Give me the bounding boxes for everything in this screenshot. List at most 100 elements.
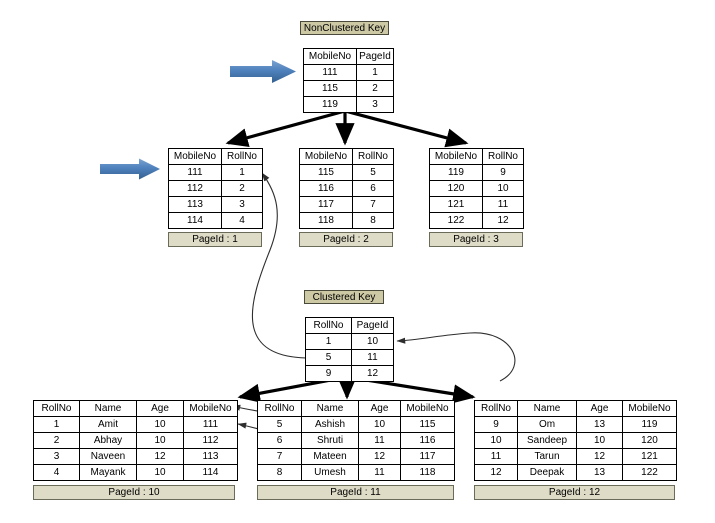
cell: 113: [183, 448, 238, 465]
cell: 1: [221, 164, 263, 181]
cell: 1: [305, 333, 352, 350]
table-header-row: RollNo Name Age MobileNo: [474, 400, 677, 417]
cell: 10: [576, 432, 623, 449]
cell: Umesh: [301, 464, 359, 481]
cell: 113: [168, 196, 222, 213]
column-header: Name: [517, 400, 577, 417]
column-header: RollNo: [474, 400, 518, 417]
cell: 11: [482, 196, 524, 213]
cell: Mayank: [79, 464, 137, 481]
curve-right-to-clustered: [396, 332, 516, 382]
cell: Ashish: [301, 416, 359, 433]
cell: Shruti: [301, 432, 359, 449]
blue-pointer-arrow-top: [230, 60, 296, 83]
cell: 10: [136, 432, 184, 449]
cell: Mateen: [301, 448, 359, 465]
table-header-row: MobileNo RollNo: [429, 148, 524, 165]
cell: 3: [33, 448, 80, 465]
column-header: RollNo: [305, 317, 352, 334]
cell: 13: [576, 464, 623, 481]
cell: 122: [622, 464, 677, 481]
cell: 12: [351, 365, 394, 382]
column-header: MobileNo: [183, 400, 238, 417]
cell: 13: [576, 416, 623, 433]
table-row: 115 2: [303, 80, 394, 97]
cell: 112: [168, 180, 222, 197]
cell: 117: [400, 448, 455, 465]
column-header: Name: [301, 400, 359, 417]
cell: 2: [356, 80, 394, 97]
table-row: 111 1: [303, 64, 394, 81]
cell: Sandeep: [517, 432, 577, 449]
column-header: MobileNo: [168, 148, 222, 165]
cell: 111: [168, 164, 222, 181]
cell: 9: [474, 416, 518, 433]
cell: 1: [356, 64, 394, 81]
cell: 10: [136, 416, 184, 433]
cell: 10: [358, 416, 401, 433]
page-label-11: PageId : 11: [257, 485, 454, 500]
cell: 2: [33, 432, 80, 449]
cell: 3: [356, 96, 394, 113]
cell: 5: [305, 349, 352, 366]
cell: 116: [400, 432, 455, 449]
cell: 12: [358, 448, 401, 465]
root-index-table: MobileNo PageId 111 1 115 2 119 3: [303, 48, 394, 113]
cell: 115: [400, 416, 455, 433]
table-row: 119 3: [303, 96, 394, 113]
cell: 2: [221, 180, 263, 197]
cell: 12: [474, 464, 518, 481]
table-header-row: RollNo Name Age MobileNo: [257, 400, 455, 417]
column-header: Age: [576, 400, 623, 417]
cell: 10: [351, 333, 394, 350]
page-label-3: PageId : 3: [429, 232, 523, 247]
cell: 3: [221, 196, 263, 213]
page-label-1: PageId : 1: [168, 232, 262, 247]
cell: Om: [517, 416, 577, 433]
column-header: Age: [136, 400, 184, 417]
column-header: Name: [79, 400, 137, 417]
cell: 12: [482, 212, 524, 229]
cell: 118: [400, 464, 455, 481]
cell: 10: [474, 432, 518, 449]
column-header: RollNo: [221, 148, 263, 165]
column-header: RollNo: [33, 400, 80, 417]
page-label-10: PageId : 10: [33, 485, 235, 500]
cell: 10: [482, 180, 524, 197]
page-label-12: PageId : 12: [474, 485, 675, 500]
column-header: MobileNo: [400, 400, 455, 417]
cell: 112: [183, 432, 238, 449]
cell: 7: [352, 196, 394, 213]
cell: 5: [257, 416, 302, 433]
cell: 11: [351, 349, 394, 366]
table-header-row: MobileNo PageId: [303, 48, 394, 65]
table-header-row: MobileNo RollNo: [299, 148, 394, 165]
cell: 5: [352, 164, 394, 181]
cell: 8: [352, 212, 394, 229]
cell: 12: [576, 448, 623, 465]
cell: 115: [299, 164, 353, 181]
cell: 6: [352, 180, 394, 197]
nonclustered-key-title: NonClustered Key: [300, 21, 389, 35]
